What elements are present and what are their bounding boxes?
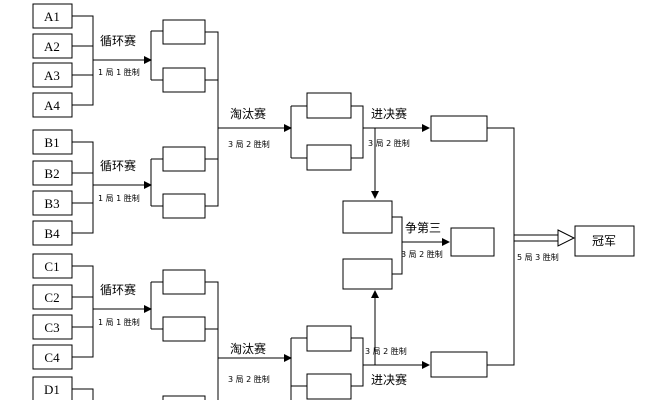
stage-round-robin-b: 循环赛 [100,158,136,173]
stage-final-top: 进决赛 [371,106,407,121]
team-b2: B2 [44,166,59,181]
rule-champion: 5 局 3 胜制 [517,252,559,262]
team-box-c1 [32,253,73,279]
stage-third-place: 争第三 [405,221,441,235]
ko-slot-top-1 [306,92,352,119]
ko-slot-top-2 [306,144,352,171]
rule-knockout-top: 3 局 2 胜制 [228,139,270,149]
team-b3: B3 [44,196,59,211]
team-b1: B1 [44,135,59,150]
stage-knockout-top: 淘汰赛 [230,106,266,121]
ko-slot-bottom-1 [306,325,352,352]
stage-round-robin-c: 循环赛 [100,282,136,297]
team-box-a1 [32,3,73,29]
rule-third-place: 3 局 2 胜制 [401,249,443,259]
team-box-c2 [32,284,73,310]
team-b4: B4 [44,226,60,241]
team-a3: A3 [44,68,60,83]
team-c1: C1 [44,259,59,274]
rule-knockout-bottom: 3 局 2 胜制 [228,374,270,384]
rule-c: 1 局 1 胜制 [98,317,140,327]
team-c2: C2 [44,290,59,305]
team-a1: A1 [44,9,60,24]
rule-final-bottom: 3 局 2 胜制 [365,346,407,356]
rule-final-top: 3 局 2 胜制 [368,138,410,148]
slot-a-2 [162,67,206,93]
champion-label: 冠军 [592,234,616,248]
team-d1: D1 [44,382,60,397]
group-d: D1 [32,376,206,400]
slot-a-1 [162,19,206,45]
ko-slot-bottom-2 [306,373,352,400]
group-a: A1 A2 A3 A4 循环赛 1 局 1 胜制 [32,3,219,118]
team-a4: A4 [44,98,60,113]
team-box-c4 [32,344,73,370]
stage-round-robin-a: 循环赛 [100,33,136,48]
stage-final-bottom: 进决赛 [371,372,407,387]
team-box-a3 [32,62,73,88]
third-slot-1 [342,200,393,234]
team-c3: C3 [44,320,59,335]
slot-d-1 [162,395,206,400]
third-place-slot [450,227,495,257]
slot-c-1 [162,269,206,295]
team-a2: A2 [44,39,60,54]
slot-b-1 [162,146,206,172]
final-slot-bottom [430,351,488,378]
rule-b: 1 局 1 胜制 [98,193,140,203]
team-box-c3 [32,314,73,340]
third-slot-2 [342,258,393,290]
stage-knockout-bottom: 淘汰赛 [230,341,266,356]
final-slot-top [430,115,488,142]
team-box-a2 [32,33,73,59]
team-c4: C4 [44,350,60,365]
rule-a: 1 局 1 胜制 [98,67,140,77]
slot-c-2 [162,316,206,342]
group-b: B1 B2 B3 B4 循环赛 1 局 1 胜制 [32,129,219,246]
slot-b-2 [162,193,206,219]
group-c: C1 C2 C3 C4 循环赛 1 局 1 胜制 [32,253,219,370]
champion-box [574,225,635,257]
